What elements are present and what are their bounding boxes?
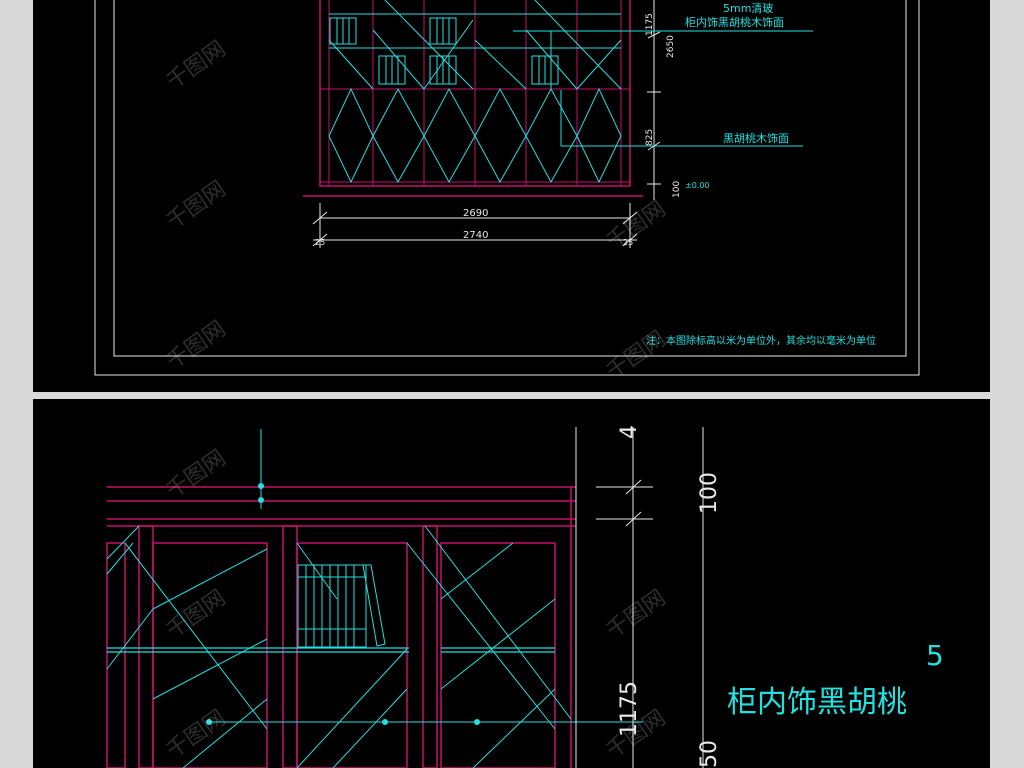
dim-2740: 2740	[463, 230, 488, 241]
dim-100: 100	[672, 181, 682, 198]
label-glass-large: 5	[926, 639, 944, 672]
label-inner-finish-large: 柜内饰黑胡桃	[727, 685, 907, 720]
dim-2650: 2650	[666, 35, 676, 58]
dim-1175: 1175	[645, 13, 655, 36]
svg-text:千图网: 千图网	[162, 706, 230, 764]
book-icons	[329, 17, 559, 85]
svg-text:千图网: 千图网	[602, 197, 670, 255]
watermark-bottom: 千图网 千图网 千图网 千图网 千图网	[162, 446, 670, 764]
label-glass: 5mm清玻	[723, 2, 773, 15]
outer-frame	[94, 0, 920, 376]
dim-4: 4	[617, 425, 642, 439]
top-cad-elevation: 5mm清玻 柜内饰黑胡桃木饰面 黑胡桃木饰面 ±0.00 1175 2650 8…	[94, 0, 920, 385]
dim-825: 825	[645, 129, 655, 146]
upper-glass-diagonals	[328, 0, 622, 90]
door-frames	[106, 525, 556, 768]
svg-text:千图网: 千图网	[162, 37, 230, 95]
dim-2690: 2690	[463, 208, 488, 219]
bottom-detail-panel: 4 100 1175 50 柜内饰黑胡桃 5 千图网 千图网 千图网 千图网 千…	[33, 399, 990, 768]
label-level: ±0.00	[685, 181, 710, 190]
label-inner-finish: 柜内饰黑胡桃木饰面	[685, 15, 784, 29]
top-drawing-panel: 5mm清玻 柜内饰黑胡桃木饰面 黑胡桃木饰面 ±0.00 1175 2650 8…	[33, 0, 990, 392]
cabinet-stiles	[328, 0, 622, 186]
dim-50-large: 50	[697, 740, 722, 768]
lower-diamond-panels	[328, 87, 622, 184]
dim-25-left: 25	[315, 238, 325, 247]
bottom-cad-detail: 4 100 1175 50 柜内饰黑胡桃 5 千图网 千图网 千图网 千图网 千…	[106, 425, 944, 768]
svg-text:千图网: 千图网	[162, 177, 230, 235]
svg-text:千图网: 千图网	[162, 317, 230, 375]
dim-100-large: 100	[697, 472, 722, 514]
dim-1175-large: 1175	[617, 681, 642, 737]
svg-text:千图网: 千图网	[162, 586, 230, 644]
svg-text:千图网: 千图网	[602, 586, 670, 644]
svg-text:千图网: 千图网	[162, 446, 230, 504]
drawing-note: 注：本图除标高以米为单位外，其余均以毫米为单位	[646, 334, 876, 347]
book-stack-icon	[297, 564, 386, 648]
glass-diagonals	[106, 525, 572, 768]
inner-frame	[113, 0, 907, 357]
dim-25-right: 25	[623, 238, 633, 247]
label-walnut-face: 黑胡桃木饰面	[723, 131, 789, 145]
